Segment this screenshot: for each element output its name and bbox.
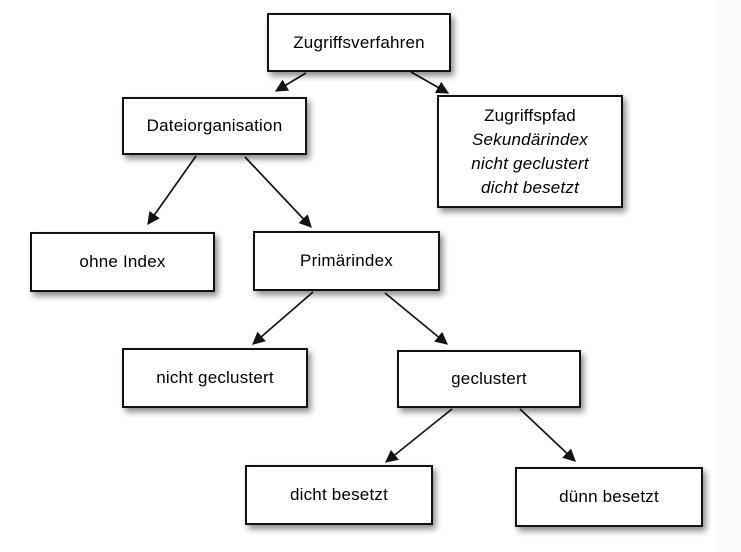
node-label-secondary: dicht besetzt bbox=[480, 177, 580, 197]
edge-dateiorganisation-ohne-index-arrow bbox=[147, 155, 197, 226]
node-zugriffspfad: Zugriffspfad Sekundärindex nicht geclust… bbox=[437, 95, 623, 208]
node-zugriffsverfahren: Zugriffsverfahren bbox=[267, 13, 451, 72]
node-label: Primärindex bbox=[300, 251, 393, 270]
node-label: geclustert bbox=[451, 369, 527, 388]
node-label-secondary: nicht geclustert bbox=[471, 153, 589, 173]
node-dateiorganisation: Dateiorganisation bbox=[122, 97, 307, 155]
edge-dateiorganisation-primaerindex-arrow bbox=[244, 156, 312, 228]
edge-geclustert-dicht-besetzt-arrow bbox=[385, 408, 453, 463]
node-label: ohne Index bbox=[79, 252, 166, 271]
node-label: Zugriffspfad bbox=[484, 105, 576, 125]
edge-zugriffsverfahren-zugriffspfad-arrow bbox=[410, 71, 450, 94]
edge-zugriffsverfahren-dateiorganisation-arrow bbox=[274, 72, 307, 92]
node-label-secondary: Sekundärindex bbox=[471, 129, 588, 149]
node-label: Zugriffsverfahren bbox=[293, 32, 425, 52]
page-edge-strip bbox=[716, 0, 741, 552]
node-geclustert: geclustert bbox=[397, 350, 581, 408]
node-label: dicht besetzt bbox=[289, 485, 389, 504]
node-ohne-index: ohne Index bbox=[30, 232, 215, 292]
edge-geclustert-duenn-besetzt-arrow bbox=[519, 408, 576, 462]
node-label: nicht geclustert bbox=[156, 368, 274, 387]
node-dicht-besetzt: dicht besetzt bbox=[245, 465, 433, 525]
edge-primaerindex-geclustert-arrow bbox=[384, 292, 448, 345]
node-primaerindex: Primärindex bbox=[253, 231, 440, 291]
node-duenn-besetzt: dünn besetzt bbox=[515, 467, 703, 527]
node-nicht-geclustert: nicht geclustert bbox=[122, 348, 308, 408]
edge-primaerindex-nicht-geclustert-arrow bbox=[252, 291, 314, 345]
node-label: dünn besetzt bbox=[559, 487, 659, 506]
node-label: Dateiorganisation bbox=[146, 116, 283, 135]
